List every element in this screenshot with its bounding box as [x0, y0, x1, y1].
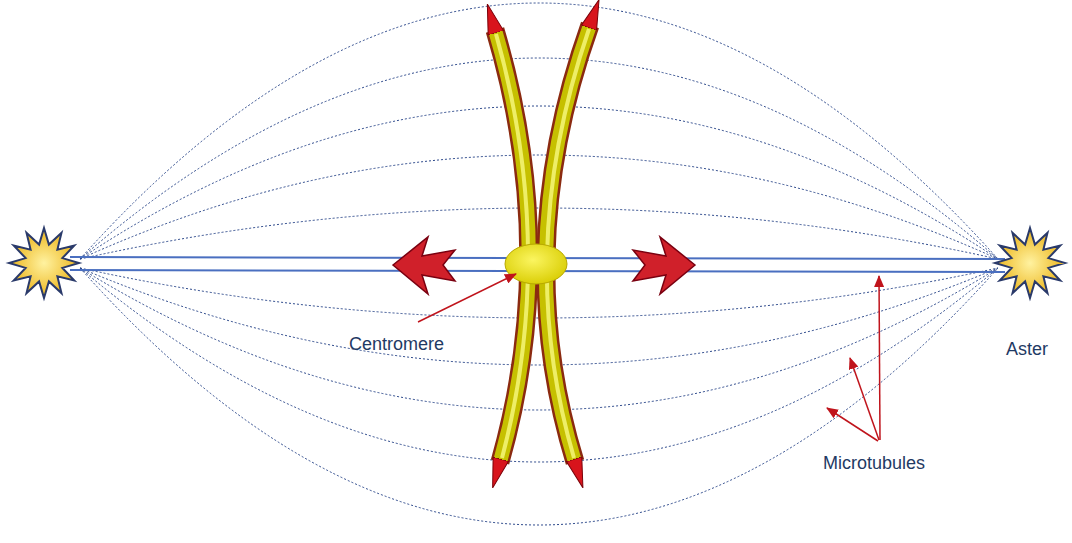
part-label: Aster [1006, 338, 1048, 360]
chromosome [495, 25, 590, 462]
part-label: Microtubules [823, 452, 925, 474]
chromatid [546, 25, 590, 462]
chromatid-outline [546, 25, 590, 462]
leader-line [418, 274, 516, 322]
aster-star [9, 228, 79, 298]
leader-line [850, 358, 879, 440]
part-label: Centromere [349, 333, 444, 355]
chromatid-highlight [547, 29, 589, 458]
pull-arrow [393, 237, 455, 294]
pull-arrow [633, 237, 695, 294]
centromere [505, 244, 567, 284]
aster-star [995, 228, 1065, 298]
microtubule-curves [80, 3, 998, 525]
leader-line [827, 408, 878, 441]
leader-lines [418, 274, 880, 441]
leader-line [879, 276, 880, 440]
